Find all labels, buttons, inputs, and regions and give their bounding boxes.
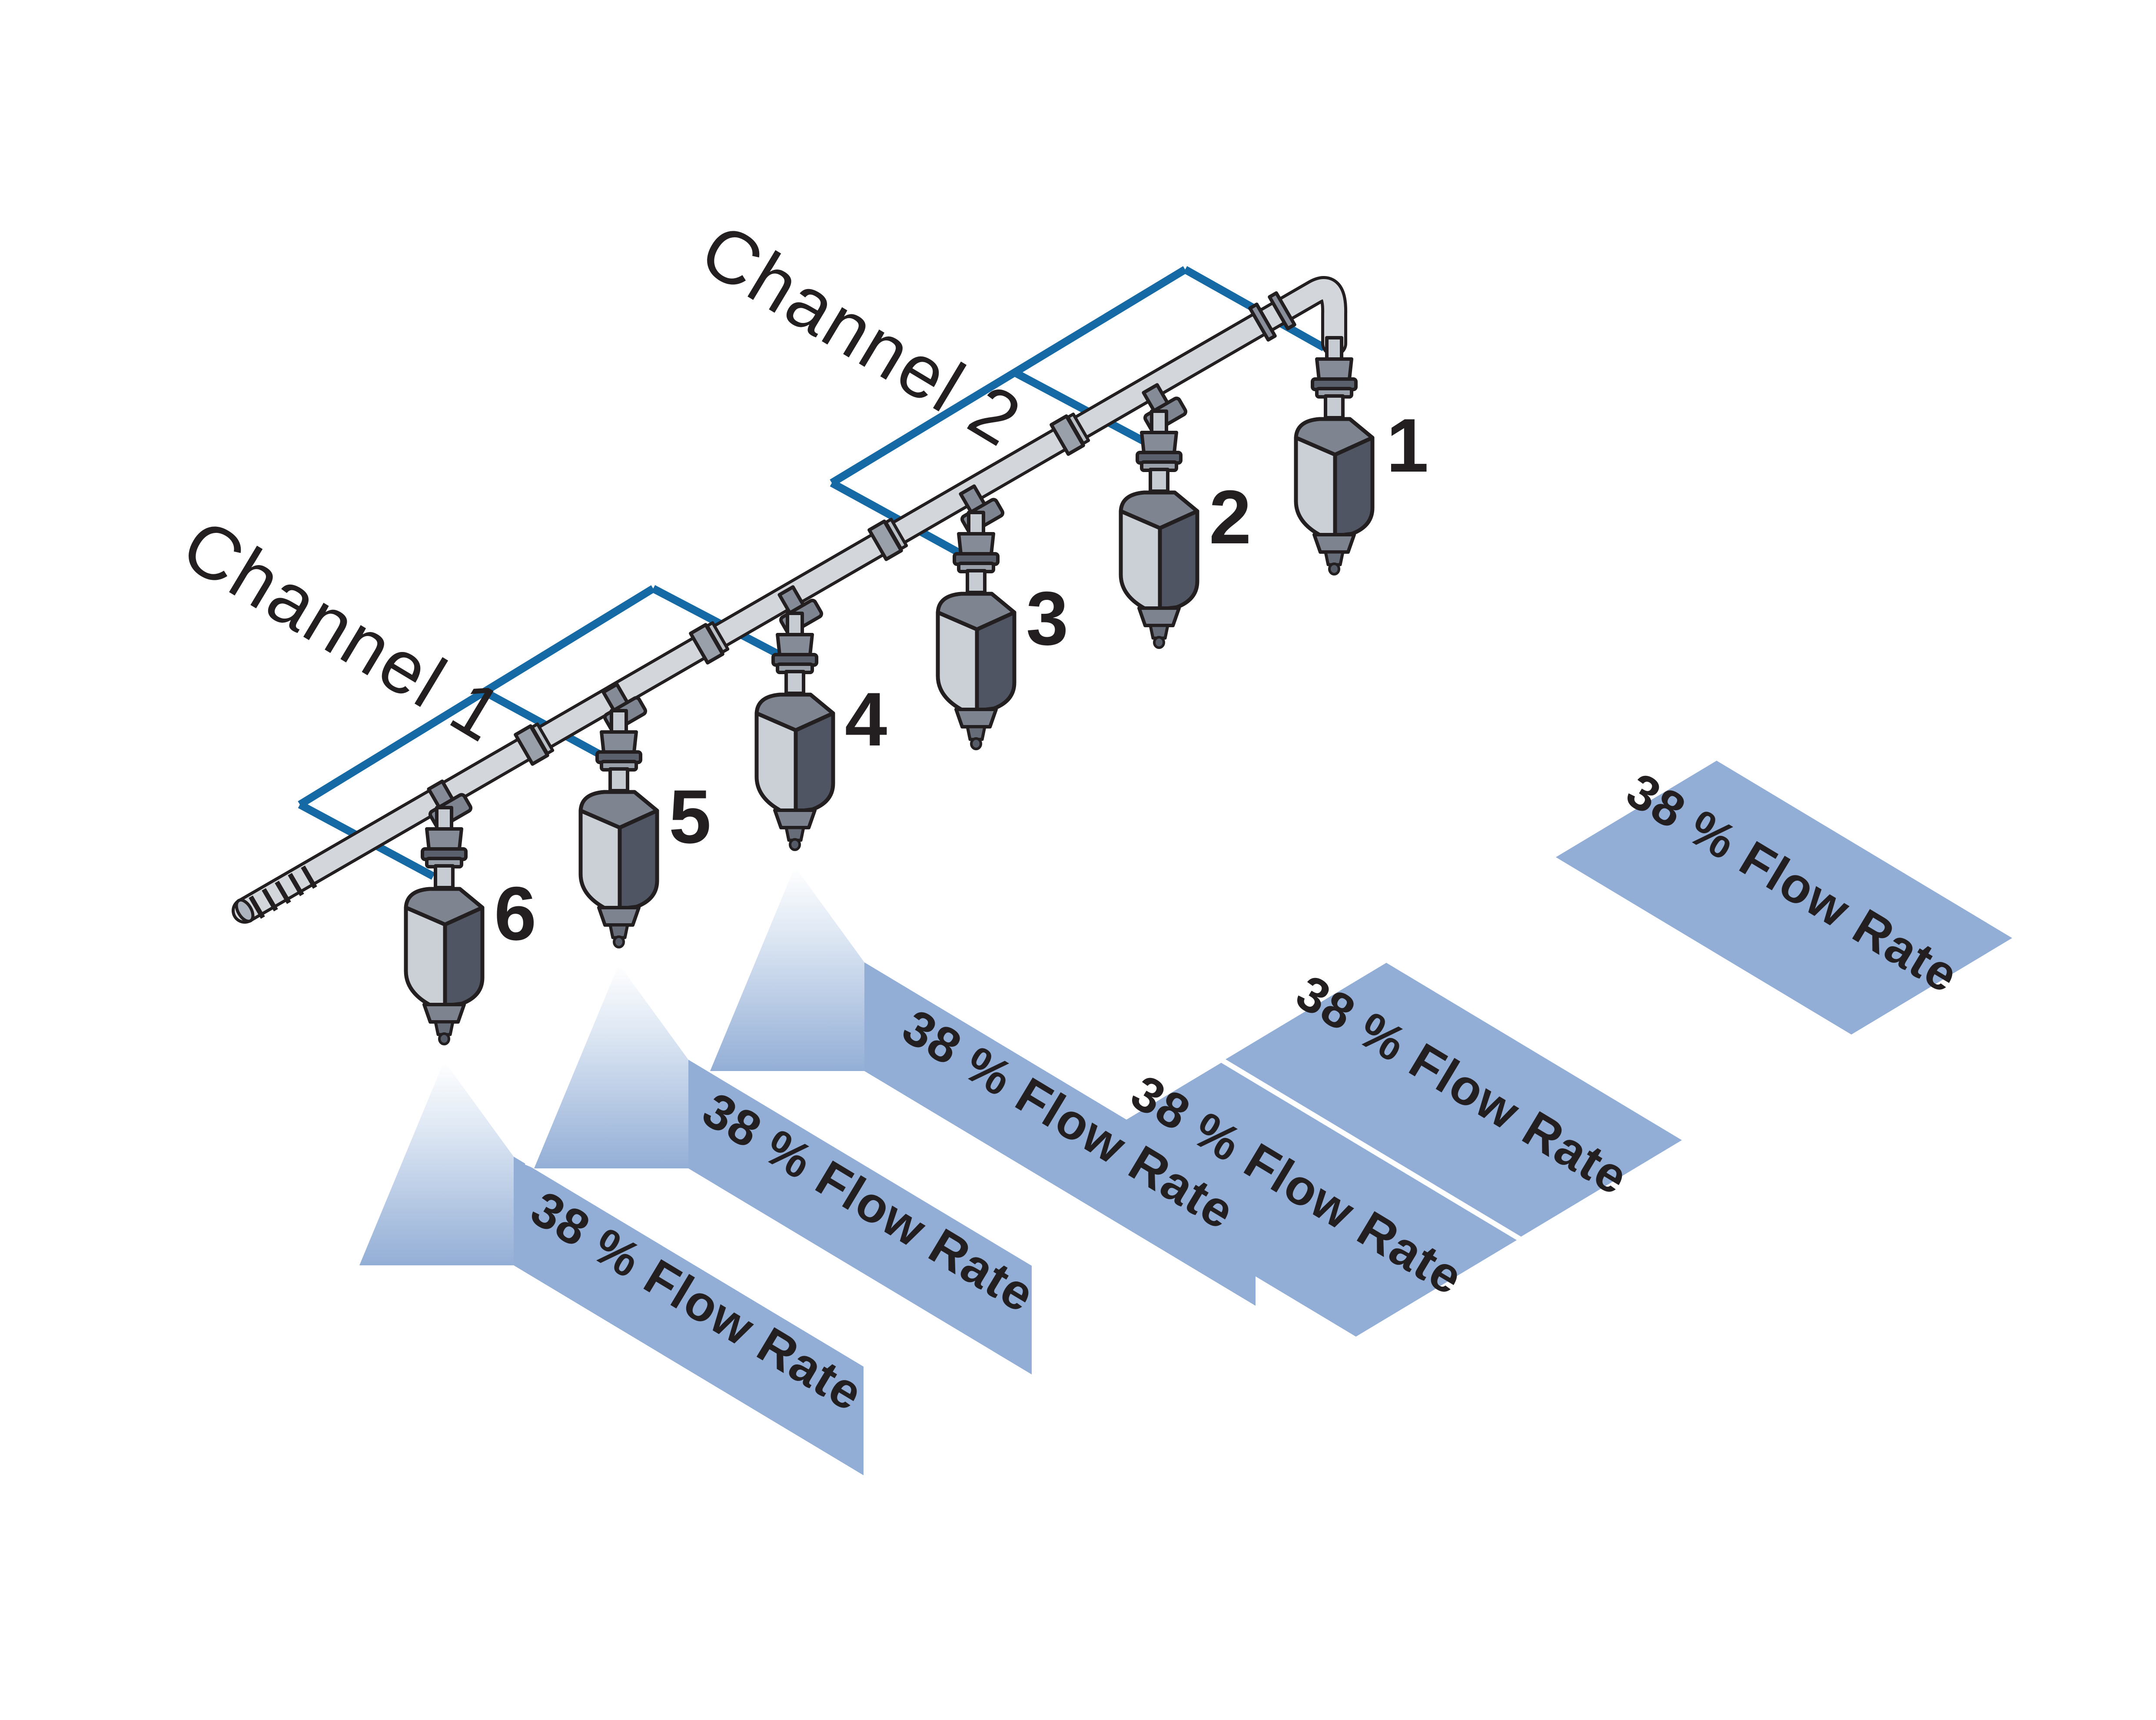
nozzle-4-number: 4: [845, 677, 887, 762]
boom-pipe: [232, 276, 1348, 924]
nozzle-6: [406, 808, 482, 1044]
spray-fan-5: [534, 964, 688, 1168]
nozzle-2-number: 2: [1209, 475, 1251, 560]
nozzles: [406, 338, 1372, 1044]
flow-band-2: [1226, 963, 1682, 1237]
nozzle-1: [1296, 338, 1372, 574]
flow-band-4: [864, 962, 1256, 1306]
flow-band-6: [514, 1157, 864, 1475]
boom-joint-collars: [514, 291, 1296, 766]
boom-tube: [235, 279, 1345, 921]
channel-labels: Channel 1 Channel 2: [169, 207, 1036, 758]
nozzle-2: [1121, 411, 1197, 648]
spray-fan-6: [359, 1061, 514, 1265]
channel-2-label: Channel 2: [687, 207, 1036, 462]
flow-band-5: [688, 1060, 1032, 1374]
nozzle-numbers: 1 2 3 4 5 6: [494, 403, 1428, 956]
flow-bands-right: [1060, 761, 2012, 1337]
flow-band-1: [1556, 761, 2012, 1035]
flow-bands-left: [359, 863, 1256, 1475]
boom-end-cap: [235, 898, 255, 923]
flow-band-3: [1060, 1063, 1517, 1337]
nozzle-5-number: 5: [669, 775, 711, 859]
nozzle-3-number: 3: [1026, 576, 1068, 661]
nozzle-6-number: 6: [494, 872, 536, 956]
nozzle-1-number: 1: [1386, 403, 1428, 488]
boom-thread-ridges: [249, 865, 317, 919]
channel-1-label: Channel 1: [169, 503, 517, 758]
spray-fan-4: [710, 867, 864, 1071]
